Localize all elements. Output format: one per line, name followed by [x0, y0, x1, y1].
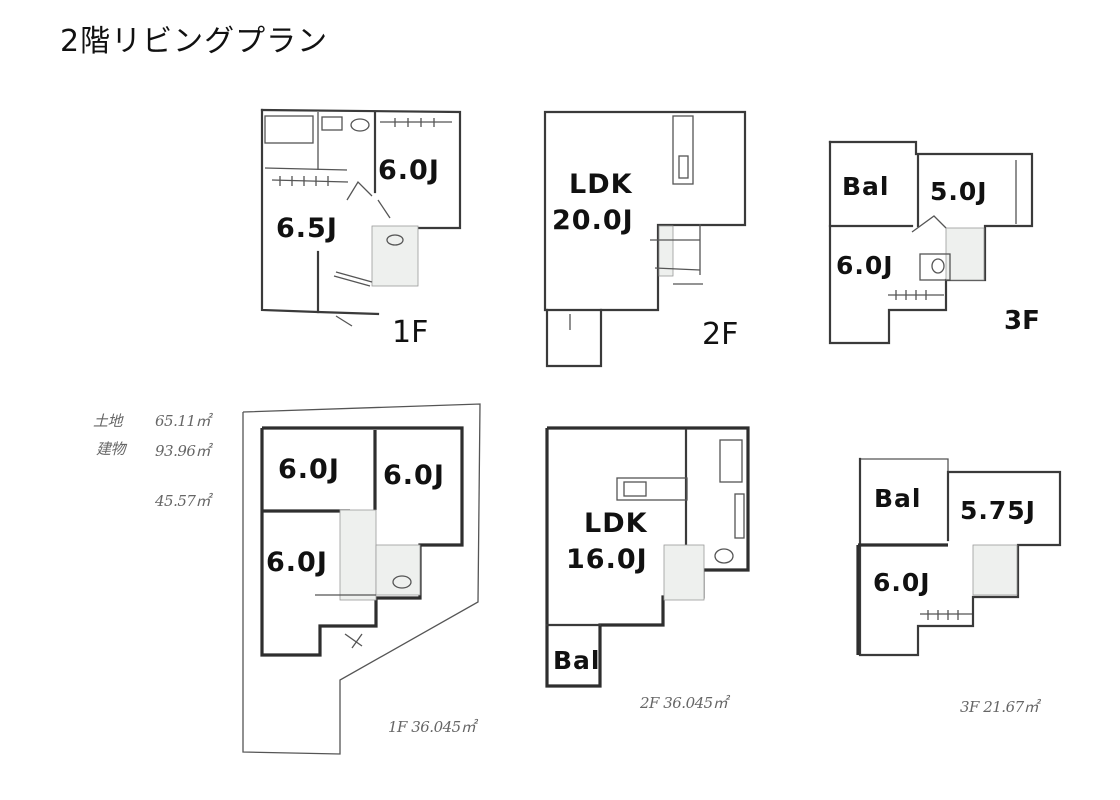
room-label: Bal: [553, 646, 601, 675]
room-label: 6.0J: [278, 454, 340, 485]
land-label: 土地: [93, 412, 123, 430]
other-area: 45.57㎡: [155, 492, 210, 510]
area-note: 1F 36.045㎡: [388, 718, 476, 736]
page-title: 2階リビングプラン: [60, 24, 329, 59]
room-label: LDK: [569, 169, 633, 200]
plan-a-3f-drawing: [828, 140, 1034, 345]
floor-label: 3F: [1004, 306, 1040, 336]
plan-a-1f-drawing: [260, 108, 462, 327]
building-label: 建物: [96, 440, 126, 458]
floor-label: 2F: [702, 317, 739, 352]
room-label: Bal: [842, 172, 890, 201]
room-label: 5.0J: [930, 177, 988, 206]
plan-b-2f-drawing: [545, 426, 750, 688]
floor-label: 1F: [392, 315, 429, 350]
room-label: 6.0J: [266, 547, 328, 578]
room-label: 16.0J: [566, 544, 648, 575]
room-label: LDK: [584, 508, 648, 539]
room-label: 6.5J: [276, 213, 338, 244]
land-area: 65.11㎡: [155, 412, 210, 430]
room-label: 6.0J: [383, 460, 445, 491]
room-label: Bal: [874, 484, 922, 513]
room-label: 6.0J: [378, 155, 440, 186]
room-label: 20.0J: [552, 205, 634, 236]
area-note: 2F 36.045㎡: [640, 694, 728, 712]
room-label: 6.0J: [873, 568, 931, 597]
plan-a-2f-drawing: [543, 110, 747, 368]
room-label: 6.0J: [836, 251, 894, 280]
plan-b-3f-drawing: [856, 457, 1062, 657]
room-label: 5.75J: [960, 496, 1036, 525]
building-area: 93.96㎡: [155, 442, 210, 460]
plan-b-1f-drawing: [242, 403, 481, 755]
area-note: 3F 21.67㎡: [960, 698, 1039, 716]
